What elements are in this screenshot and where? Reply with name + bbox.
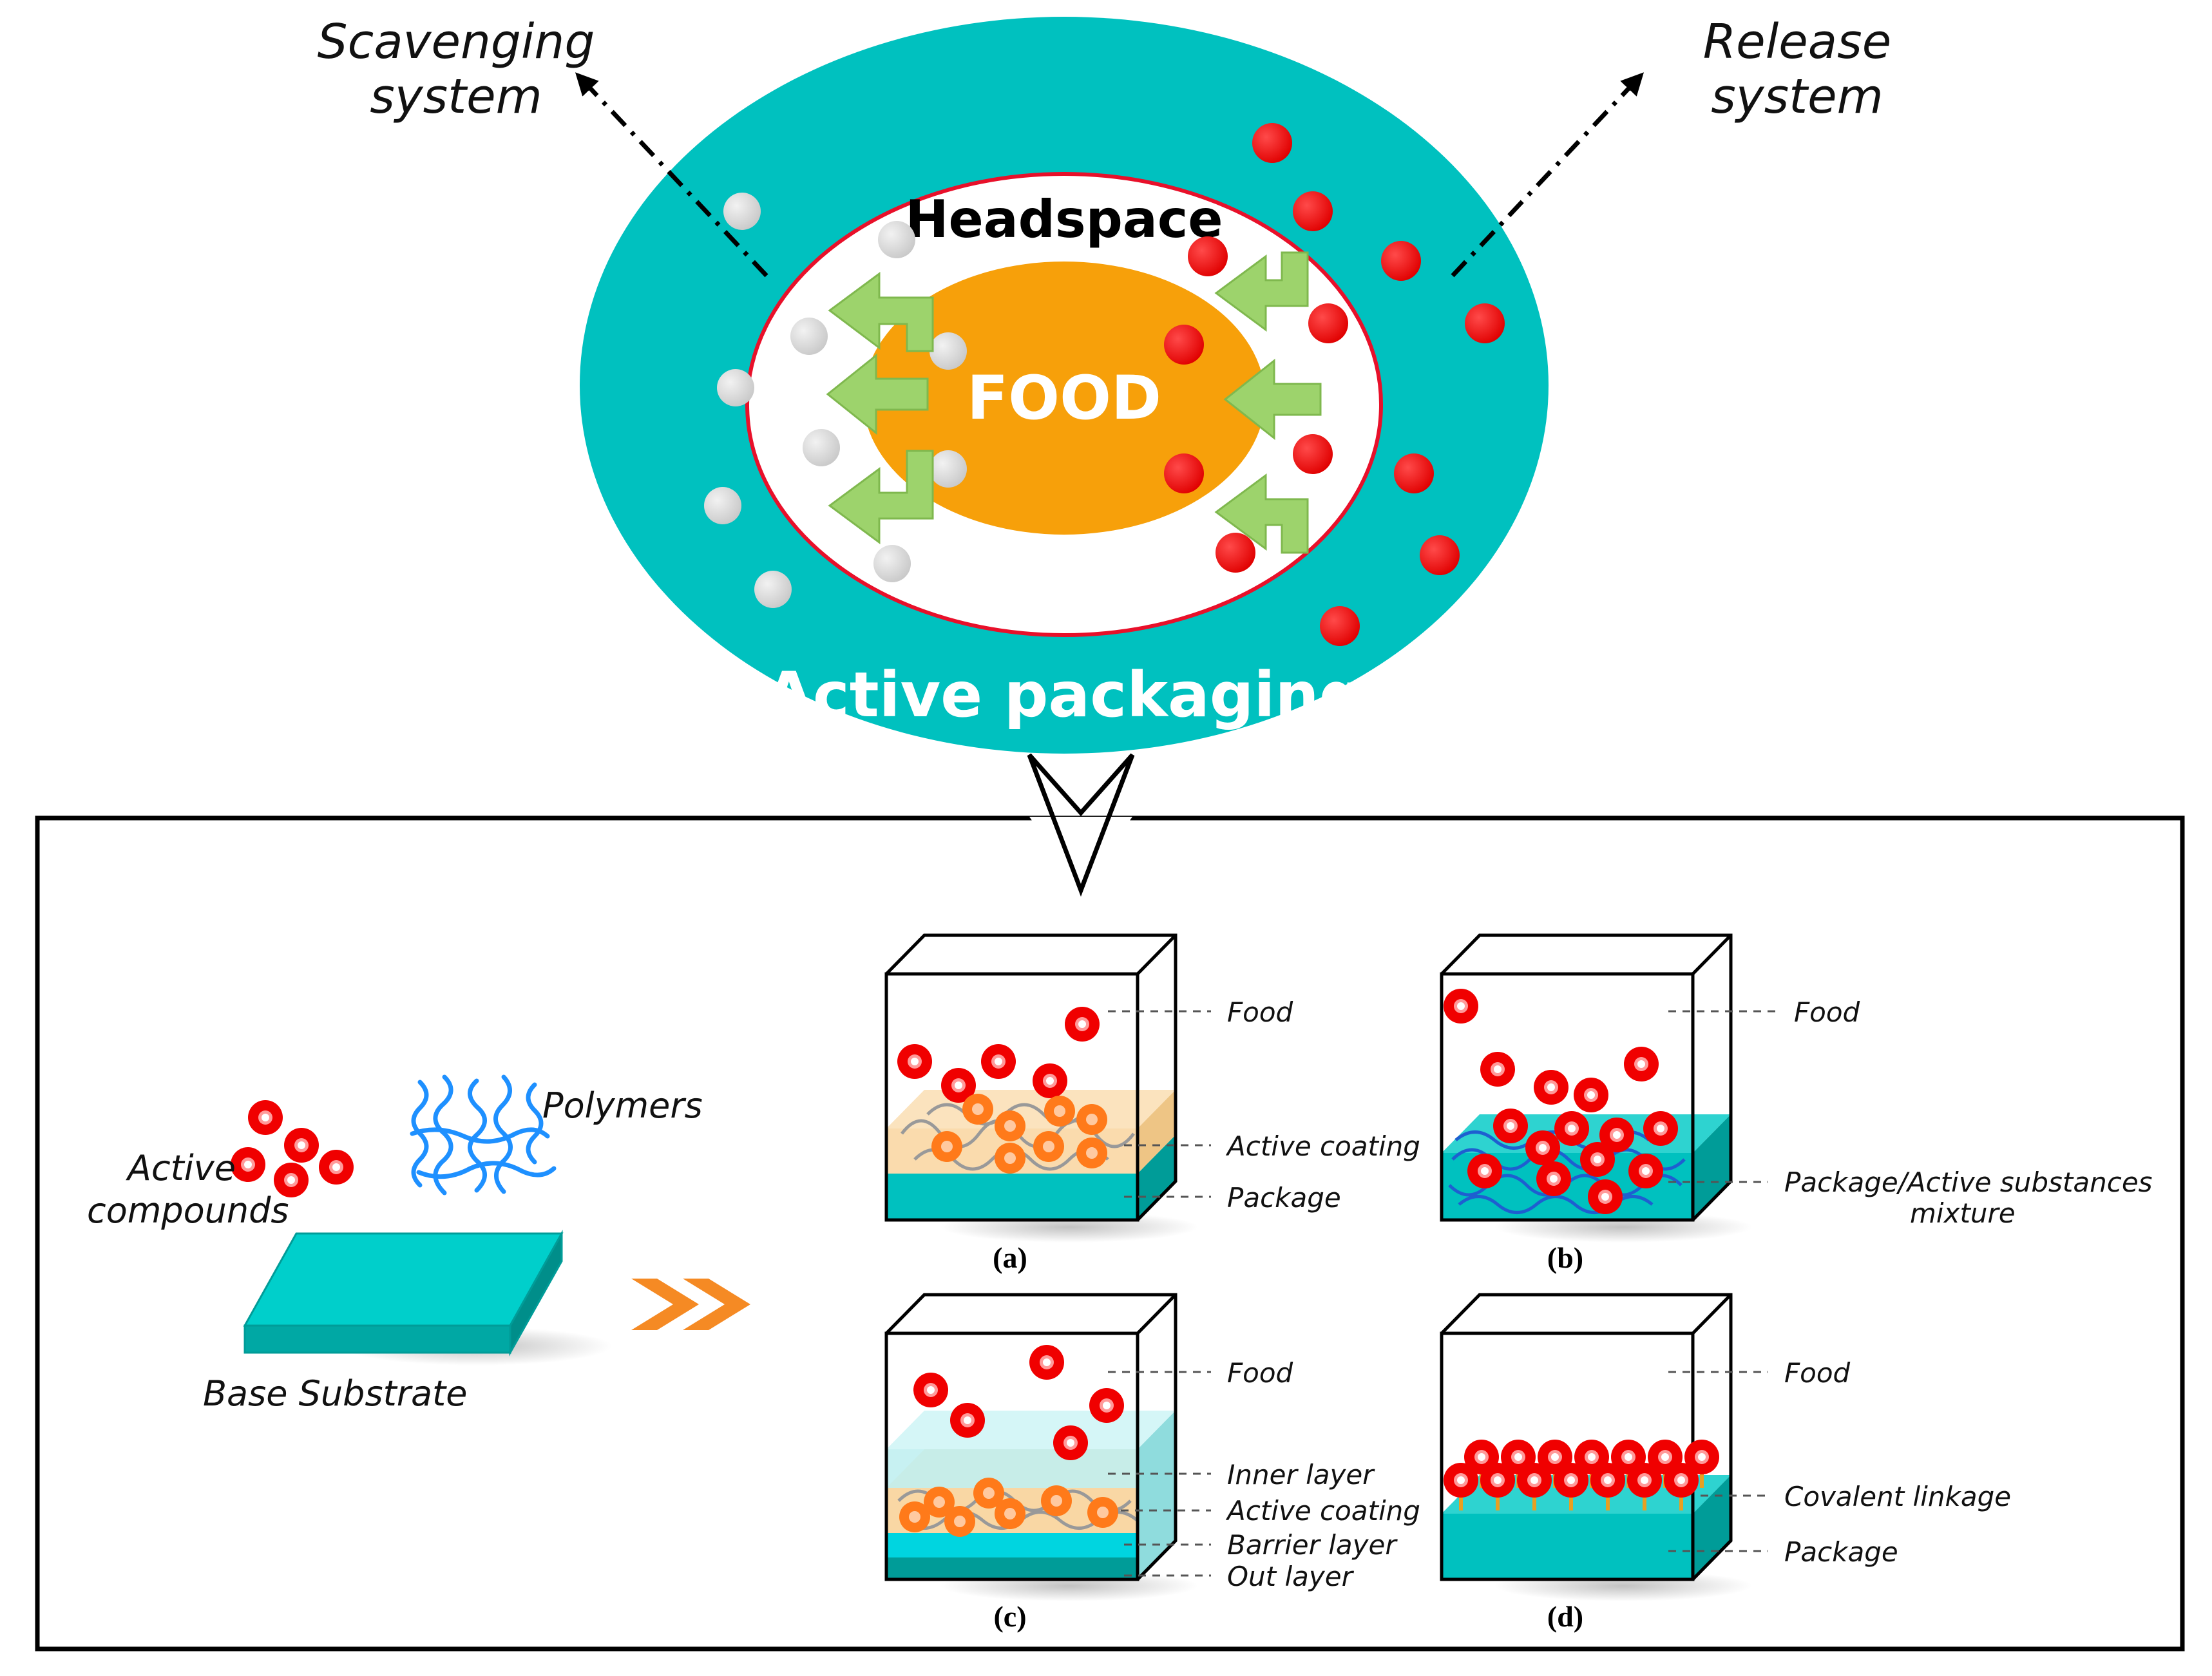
active-packaging-label: Active packaging [765,659,1364,731]
grey-particle-icon [790,318,828,355]
green-curved-arrow-icon [1214,251,1309,332]
red-particle-icon [1420,535,1460,575]
panel-d-package-label: Package [1784,1536,1898,1568]
panel-c-food-label: Food [1227,1357,1293,1389]
active-compounds-label-line2: compounds [87,1190,289,1231]
red-particles [1164,123,1505,646]
panel-c-barrier-layer-label: Barrier layer [1227,1529,1398,1561]
base-substrate [243,1230,612,1366]
green-curved-arrow-icon [828,450,934,544]
grey-particle-icon [873,545,911,582]
panel-c-active-coating-label: Active coating [1225,1495,1420,1527]
grey-particle-icon [930,332,967,370]
panel-c-caption: (c) [993,1600,1026,1633]
scavenging-label-line1: Scavenging [318,14,595,70]
green-curved-arrow-icon [828,272,934,352]
panel-b-caption: (b) [1547,1241,1583,1274]
red-particle-icon [1465,303,1505,343]
grey-particle-icon [704,487,741,524]
red-particle-icon [1293,434,1333,474]
red-particle-icon [248,1100,283,1135]
red-particle-icon [1216,533,1255,573]
red-particle-icon [1381,241,1421,281]
panel-d-food-label: Food [1784,1357,1851,1389]
red-particle-icon [319,1150,354,1185]
release-label-line1: Release [1703,14,1891,70]
red-particle-icon [1252,123,1292,163]
red-particle-icon [1164,453,1204,493]
red-particle-icon [1320,606,1360,646]
scavenging-label-line2: system [370,69,542,124]
food-label: FOOD [967,363,1161,433]
scavenging-arrow [575,72,768,278]
double-chevron-icon [631,1279,750,1330]
grey-particle-icon [717,369,754,406]
panel-a-caption: (a) [993,1241,1027,1274]
grey-particle-icon [754,571,792,608]
red-particle-icon [1394,453,1434,493]
grey-particle-icon [723,193,761,230]
green-curved-arrow-icon [826,353,929,435]
panel-a [884,933,1198,1243]
grey-particle-icon [930,450,967,488]
base-substrate-label: Base Substrate [203,1373,467,1414]
release-arrow [1451,72,1644,278]
panel-b-food-label: Food [1794,996,1860,1028]
grey-particles [704,193,967,608]
active-compounds [231,1100,354,1197]
panel-a-active-coating-label: Active coating [1225,1130,1420,1162]
panel-b-mixture-label-line1: Package/Active substances [1784,1167,2153,1198]
panel-b-mixture-label-line2: mixture [1910,1197,2016,1229]
panel-b [1440,933,1752,1243]
panel-d [1440,1293,1752,1601]
headspace-label: Headspace [905,189,1223,249]
panel-c-out-layer-label: Out layer [1227,1561,1355,1592]
green-curved-arrow-icon [1223,358,1322,441]
red-particle-icon [1188,236,1228,276]
grey-particle-icon [803,429,840,466]
active-compounds-label-line1: Active [126,1148,236,1188]
panel-a-package-label: Package [1227,1182,1341,1214]
panel-d-covalent-linkage-label: Covalent linkage [1784,1481,2011,1512]
red-particle-icon [1293,191,1333,231]
red-particle-icon [1308,303,1348,343]
panel-a-food-label: Food [1227,996,1293,1028]
red-particle-icon [231,1147,265,1182]
release-arrows [1214,251,1322,554]
green-curved-arrow-icon [1214,473,1309,554]
red-particle-icon [284,1128,319,1163]
panel-c-inner-layer-label: Inner layer [1227,1459,1375,1490]
scavenging-arrows [826,272,934,544]
panel-c [884,1293,1198,1601]
polymer-chain-icon [410,1074,557,1195]
panel-d-caption: (d) [1547,1600,1583,1633]
polymers-label: Polymers [542,1085,703,1126]
grey-particle-icon [878,221,915,258]
release-label-line2: system [1711,69,1883,124]
red-particle-icon [1164,325,1204,365]
